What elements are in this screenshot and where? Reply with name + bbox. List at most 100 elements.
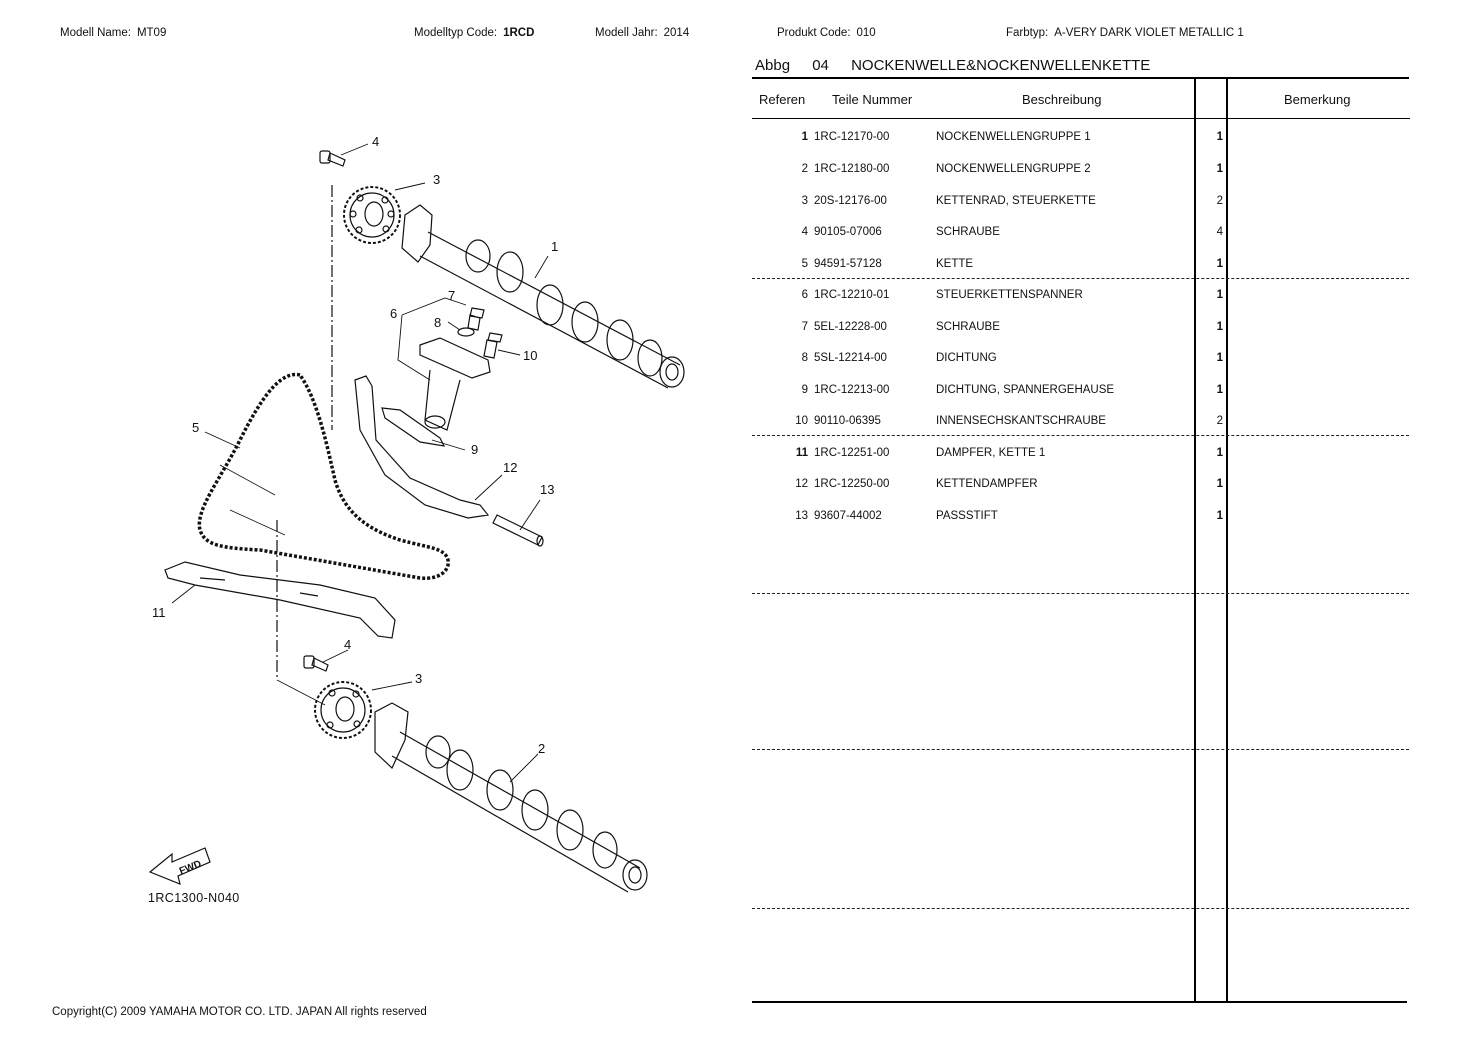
table-row[interactable]: 8 5SL-12214-00 DICHTUNG 1: [752, 351, 1223, 367]
row-quantity: 1: [1216, 447, 1223, 459]
model-year-label: Modell Jahr:: [595, 27, 658, 39]
row-ref: 8: [801, 352, 808, 364]
row-quantity: 2: [1216, 195, 1223, 207]
row-description: KETTENDAMPFER: [936, 478, 1038, 490]
row-ref: 6: [801, 289, 808, 301]
row-ref: 1: [801, 131, 808, 143]
model-year: Modell Jahr:2014: [595, 26, 689, 40]
table-row[interactable]: 3 20S-12176-00 KETTENRAD, STEUERKETTE 2: [752, 194, 1223, 210]
row-part-number: 20S-12176-00: [814, 195, 887, 207]
model-type-code: Modelltyp Code:1RCD: [414, 26, 534, 40]
row-quantity: 1: [1216, 321, 1223, 333]
group-separator: [752, 749, 1409, 750]
section-title: Abbg 04 NOCKENWELLE&NOCKENWELLENKETTE: [755, 57, 1150, 75]
table-row[interactable]: 5 94591-57128 KETTE 1: [752, 257, 1223, 273]
table-top-rule: [752, 77, 1409, 79]
callout-4: 4: [372, 134, 379, 149]
row-description: KETTE: [936, 258, 974, 270]
camshaft-2: [374, 702, 648, 893]
row-quantity: 1: [1216, 352, 1223, 364]
row-ref: 5: [801, 258, 808, 270]
sprocket-upper: [343, 186, 401, 244]
model-type-label: Modelltyp Code:: [414, 27, 498, 39]
row-quantity: 1: [1216, 478, 1223, 490]
table-row[interactable]: 10 90110-06395 INNENSECHSKANTSCHRAUBE 2: [752, 414, 1223, 430]
table-row[interactable]: 6 1RC-12210-01 STEUERKETTENSPANNER 1: [752, 288, 1223, 304]
column-header-remark: Bemerkung: [1284, 92, 1351, 107]
callout-12: 12: [503, 460, 517, 475]
row-quantity: 1: [1216, 289, 1223, 301]
fwd-label: FWD: [178, 859, 203, 878]
table-row[interactable]: 4 90105-07006 SCHRAUBE 4: [752, 225, 1223, 241]
table-row[interactable]: 13 93607-44002 PASSSTIFT 1: [752, 509, 1223, 525]
row-ref: 11: [795, 447, 808, 459]
row-description: SCHRAUBE: [936, 321, 1000, 333]
row-part-number: 94591-57128: [814, 258, 882, 270]
row-description: NOCKENWELLENGRUPPE 1: [936, 131, 1091, 143]
row-description: DAMPFER, KETTE 1: [936, 447, 1046, 459]
product-code: Produkt Code:010: [777, 26, 876, 40]
chain-tensioner: [419, 337, 491, 431]
table-header-rule: [752, 118, 1410, 119]
row-part-number: 5EL-12228-00: [814, 321, 887, 333]
section-prefix: Abbg: [755, 57, 791, 74]
group-separator: [752, 908, 1409, 909]
group-separator: [752, 435, 1409, 436]
table-row[interactable]: 12 1RC-12250-00 KETTENDAMPFER 1: [752, 477, 1223, 493]
callout-5: 5: [192, 420, 199, 435]
callout-6: 6: [390, 306, 397, 321]
group-separator: [752, 593, 1409, 594]
row-description: STEUERKETTENSPANNER: [936, 289, 1083, 301]
row-part-number: 90110-06395: [814, 415, 881, 427]
timing-chain-5: [197, 372, 450, 580]
table-row[interactable]: 7 5EL-12228-00 SCHRAUBE 1: [752, 320, 1223, 336]
model-name-value: MT09: [136, 27, 167, 39]
table-row[interactable]: 9 1RC-12213-00 DICHTUNG, SPANNERGEHAUSE …: [752, 383, 1223, 399]
bolt-lower: [303, 655, 329, 672]
callout-leaders: [171, 143, 549, 783]
bolt-upper: [319, 150, 346, 167]
callout-10: 10: [523, 348, 537, 363]
row-part-number: 90105-07006: [814, 226, 882, 238]
product-code-value: 010: [856, 27, 876, 39]
table-row[interactable]: 1 1RC-12170-00 NOCKENWELLENGRUPPE 1 1: [752, 130, 1223, 146]
callout-7: 7: [448, 288, 455, 303]
group-separator: [752, 278, 1409, 279]
copyright-notice: Copyright(C) 2009 YAMAHA MOTOR CO. LTD. …: [52, 1006, 427, 1018]
callout-3: 3: [433, 172, 440, 187]
section-number: 04: [812, 57, 829, 74]
section-name: NOCKENWELLE&NOCKENWELLENKETTE: [851, 57, 1151, 74]
model-name-label: Modell Name:: [60, 27, 131, 39]
row-quantity: 1: [1216, 131, 1223, 143]
sprocket-lower: [314, 681, 372, 739]
table-row[interactable]: 2 1RC-12180-00 NOCKENWELLENGRUPPE 2 1: [752, 162, 1223, 178]
forward-direction-arrow: [148, 847, 211, 885]
row-description: NOCKENWELLENGRUPPE 2: [936, 163, 1091, 175]
table-bottom-rule: [752, 1001, 1407, 1003]
row-part-number: 1RC-12210-01: [814, 289, 890, 301]
row-quantity: 1: [1216, 384, 1223, 396]
callout-2: 2: [538, 741, 545, 756]
chain-damper-11: [164, 561, 396, 639]
row-part-number: 1RC-12250-00: [814, 478, 890, 490]
row-part-number: 93607-44002: [814, 510, 882, 522]
table-row[interactable]: 11 1RC-12251-00 DAMPFER, KETTE 1 1: [752, 446, 1223, 462]
column-header-description: Beschreibung: [1022, 92, 1102, 107]
row-part-number: 1RC-12213-00: [814, 384, 890, 396]
row-part-number: 5SL-12214-00: [814, 352, 887, 364]
row-part-number: 1RC-12180-00: [814, 163, 890, 175]
callout-9: 9: [471, 442, 478, 457]
figure-code: 1RC1300-N040: [148, 891, 240, 905]
callout-4-lower: 4: [344, 637, 351, 652]
dowel-pin-13: [492, 514, 544, 547]
row-quantity: 1: [1216, 163, 1223, 175]
row-quantity: 2: [1216, 415, 1223, 427]
callout-1: 1: [551, 239, 558, 254]
row-ref: 12: [795, 478, 808, 490]
model-name: Modell Name: MT09: [60, 26, 166, 40]
row-description: PASSSTIFT: [936, 510, 998, 522]
chain-guide-12: [354, 375, 490, 519]
color-type-label: Farbtyp:: [1006, 27, 1049, 39]
row-part-number: 1RC-12251-00: [814, 447, 890, 459]
callout-8: 8: [434, 315, 441, 330]
